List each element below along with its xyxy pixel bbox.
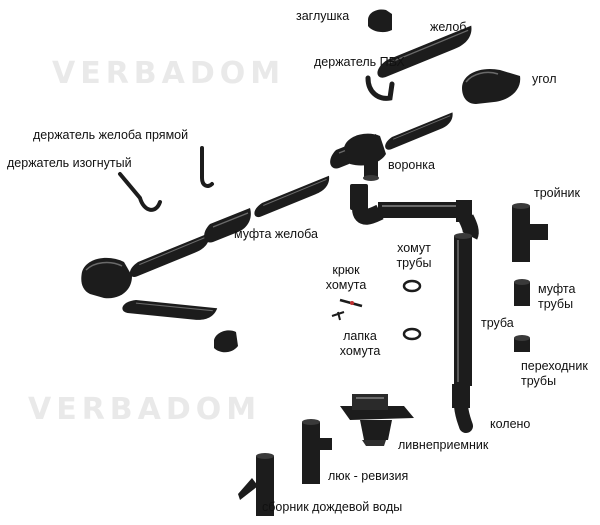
label-holder-bent: держатель изогнутый: [7, 156, 132, 170]
label-funnel: воронка: [388, 158, 435, 172]
end-cap-top: [368, 9, 392, 33]
label-clamp-hook: крюк хомута: [320, 263, 372, 293]
label-pipe: труба: [481, 316, 514, 330]
gutter-section-lower: [120, 268, 218, 351]
label-pipe-coupling-line1: муфта: [538, 282, 576, 296]
label-gutter: желоб: [430, 20, 467, 34]
corner-bottom-left: [81, 257, 132, 299]
label-plug: заглушка: [296, 9, 350, 23]
straight-holder: [200, 146, 214, 188]
label-adapter-line1: переходник: [521, 359, 588, 373]
inspection-hatch: [302, 419, 332, 484]
label-pipe-clamp-line1: хомут: [397, 241, 431, 255]
label-corner: угол: [532, 72, 557, 86]
pvc-holder: [365, 75, 395, 101]
clamp-hook-tip: [350, 301, 354, 305]
bent-holder: [118, 172, 162, 212]
gutter-section-2: [253, 175, 330, 218]
label-elbow: колено: [490, 417, 531, 431]
gutter-section-3: [384, 111, 454, 151]
pipe-clamp-2: [402, 327, 422, 341]
end-cap-bottom: [214, 330, 238, 353]
elbow: [452, 384, 473, 433]
label-clamp-hook-line1: крюк: [332, 263, 360, 277]
label-clamp-foot: лапка хомута: [335, 329, 385, 359]
pipe-coupling: [514, 279, 530, 306]
gutter-section-1: [129, 232, 211, 278]
label-clamp-hook-line2: хомута: [325, 278, 367, 292]
down-pipe: [454, 233, 472, 386]
tee: [512, 203, 548, 262]
label-storm-inlet: ливнеприемник: [398, 438, 489, 452]
label-clamp-foot-line2: хомута: [339, 344, 381, 358]
label-adapter-line2: трубы: [521, 374, 557, 388]
label-clamp-foot-line1: лапка: [343, 329, 377, 343]
label-pipe-coupling: муфта трубы: [538, 282, 575, 312]
pipe-adapter: [514, 335, 530, 352]
pipe-offset: [350, 184, 479, 240]
label-pvc-holder: держатель ПВХ: [314, 55, 405, 69]
label-pipe-coupling-line2: трубы: [538, 297, 574, 311]
label-rainwater-collector: сборник дождевой воды: [262, 500, 403, 514]
label-adapter: переходник трубы: [521, 359, 588, 389]
label-holder-straight: держатель желоба прямой: [33, 128, 189, 142]
storm-inlet: [340, 394, 414, 446]
pipe-clamp-1: [402, 279, 422, 293]
label-tee: тройник: [534, 186, 580, 200]
corner-top: [462, 68, 521, 104]
label-pipe-clamp: хомут трубы: [394, 241, 434, 271]
label-inspection-hatch: люк - ревизия: [328, 469, 409, 483]
watermark-top: VERBADOM: [52, 56, 286, 91]
rainwater-collector: [238, 453, 274, 516]
watermark-bottom: VERBADOM: [28, 392, 262, 427]
label-gutter-coupling: муфта желоба: [234, 227, 318, 241]
label-pipe-clamp-line2: трубы: [396, 256, 432, 270]
clamp-foot: [331, 311, 345, 321]
funnel: [344, 133, 386, 181]
